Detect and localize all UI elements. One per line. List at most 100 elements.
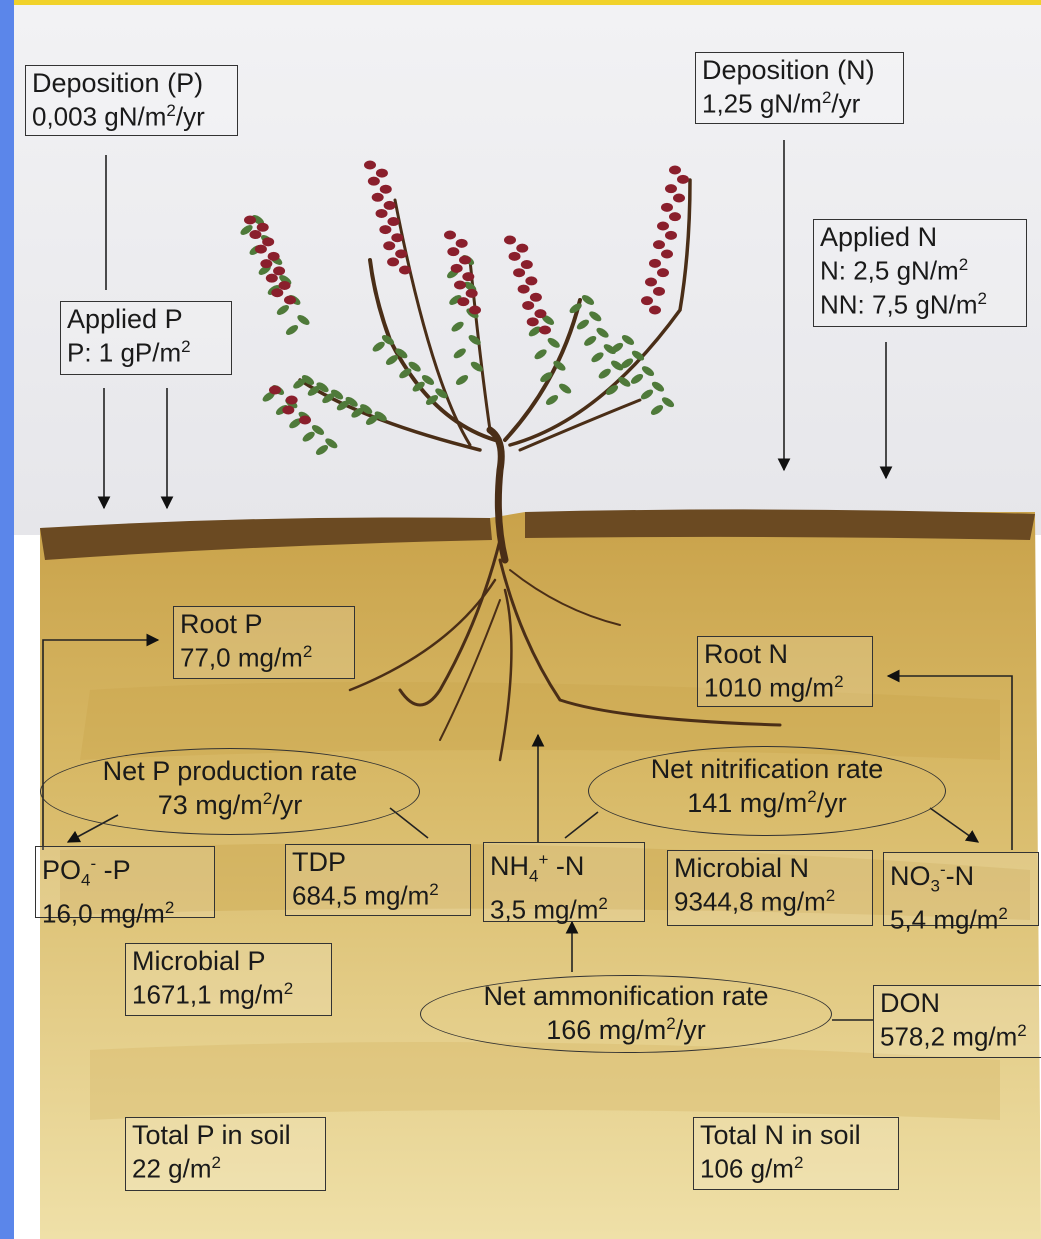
left-mid-spike-flower — [387, 257, 399, 266]
center-spike-flower — [522, 301, 534, 310]
left-spike-flower — [244, 216, 256, 225]
right-spike-flower — [661, 250, 673, 259]
mid-spike-flower — [451, 264, 463, 273]
net-p-production-value: 73 mg/m2/yr — [41, 785, 419, 819]
center-spike-flower — [509, 252, 521, 261]
left-mid-spike-flower — [391, 233, 403, 242]
tdp-box: TDP 684,5 mg/m2 — [285, 844, 471, 916]
no3-n-title: NO3--N — [890, 856, 1032, 900]
root-n-title: Root N — [704, 640, 866, 668]
root-p-value: 77,0 mg/m2 — [180, 638, 348, 672]
deposition-p-value: 0,003 gN/m2/yr — [32, 97, 231, 131]
microbial-p-value: 1671,1 mg/m2 — [132, 975, 325, 1009]
right-spike-flower — [657, 268, 669, 277]
right-spike-flower — [641, 296, 653, 305]
center-spike-flower — [525, 276, 537, 285]
nh4-n-value: 3,5 mg/m2 — [490, 890, 638, 924]
mid-spike-flower — [469, 306, 481, 315]
nh4-n-box: NH4+ -N 3,5 mg/m2 — [483, 842, 645, 922]
deposition-p-box: Deposition (P) 0,003 gN/m2/yr — [25, 65, 238, 136]
po4-p-title: PO4- -P — [42, 850, 208, 894]
right-spike-flower — [661, 203, 673, 212]
microbial-n-value: 9344,8 mg/m2 — [674, 882, 866, 916]
left-mid-spike-flower — [372, 193, 384, 202]
left-spike-flower — [271, 288, 283, 297]
mid-spike-flower — [457, 297, 469, 306]
left-spike-flower — [260, 259, 272, 268]
total-p-title: Total P in soil — [132, 1121, 319, 1149]
right-spike-flower — [649, 259, 661, 268]
left-mid-spike-flower — [368, 177, 380, 186]
net-nitrification-ellipse: Net nitrification rate 141 mg/m2/yr — [588, 746, 946, 836]
right-spike-flower — [653, 287, 665, 296]
deposition-n-box: Deposition (N) 1,25 gN/m2/yr — [695, 52, 904, 124]
right-spike-flower — [665, 184, 677, 193]
right-spike-flower — [657, 222, 669, 231]
center-spike-flower — [539, 326, 551, 335]
left-border — [0, 0, 14, 1239]
soil-band-3 — [90, 1042, 1000, 1120]
root-n-box: Root N 1010 mg/m2 — [697, 636, 873, 707]
mid-spike-flower — [454, 281, 466, 290]
applied-p-title: Applied P — [67, 305, 225, 333]
left-spike-flower — [257, 223, 269, 232]
total-p-box: Total P in soil 22 g/m2 — [125, 1117, 326, 1191]
left-spike-flower — [266, 274, 278, 283]
center-spike-flower — [530, 293, 542, 302]
right-spike-flower — [653, 240, 665, 249]
don-title: DON — [880, 989, 1035, 1017]
mid-spike-flower — [444, 231, 456, 240]
left-mid-spike-flower — [376, 209, 388, 218]
mid-spike-flower — [447, 247, 459, 256]
left-mid-spike-flower — [384, 201, 396, 210]
lower-left-spike-flower — [286, 396, 298, 405]
right-spike-flower — [645, 278, 657, 287]
microbial-n-title: Microbial N — [674, 854, 866, 882]
tdp-title: TDP — [292, 848, 464, 876]
total-n-box: Total N in soil 106 g/m2 — [693, 1117, 899, 1190]
microbial-n-box: Microbial N 9344,8 mg/m2 — [667, 850, 873, 926]
right-spike-flower — [677, 175, 689, 184]
right-spike-flower — [665, 231, 677, 240]
net-p-production-ellipse: Net P production rate 73 mg/m2/yr — [40, 748, 420, 835]
left-spike-flower — [268, 252, 280, 261]
po4-p-box: PO4- -P 16,0 mg/m2 — [35, 846, 215, 918]
left-spike-flower — [255, 245, 267, 254]
center-spike-flower — [516, 244, 528, 253]
microbial-p-box: Microbial P 1671,1 mg/m2 — [125, 943, 332, 1016]
total-n-title: Total N in soil — [700, 1121, 892, 1149]
left-mid-spike-flower — [376, 169, 388, 178]
mid-spike-flower — [466, 289, 478, 298]
deposition-n-title: Deposition (N) — [702, 56, 897, 84]
nh4-n-title: NH4+ -N — [490, 846, 638, 890]
left-mid-spike-flower — [380, 185, 392, 194]
center-spike-flower — [521, 260, 533, 269]
left-mid-spike-flower — [395, 249, 407, 258]
root-n-value: 1010 mg/m2 — [704, 668, 866, 702]
root-p-title: Root P — [180, 610, 348, 638]
left-spike-flower — [273, 266, 285, 275]
net-ammonification-title: Net ammonification rate — [421, 982, 831, 1010]
left-mid-spike-flower — [387, 217, 399, 226]
center-spike-flower — [527, 317, 539, 326]
don-value: 578,2 mg/m2 — [880, 1017, 1035, 1051]
net-nitrification-title: Net nitrification rate — [589, 755, 945, 783]
right-spike-flower — [649, 306, 661, 315]
no3-n-value: 5,4 mg/m2 — [890, 900, 1032, 934]
net-ammonification-value: 166 mg/m2/yr — [421, 1010, 831, 1044]
lower-left-spike-flower — [282, 406, 294, 415]
right-spike-flower — [673, 194, 685, 203]
net-ammonification-ellipse: Net ammonification rate 166 mg/m2/yr — [420, 975, 832, 1053]
microbial-p-title: Microbial P — [132, 947, 325, 975]
center-spike-flower — [518, 285, 530, 294]
right-spike-flower — [669, 166, 681, 175]
applied-p-box: Applied P P: 1 gP/m2 — [60, 301, 232, 375]
left-mid-spike-flower — [364, 161, 376, 170]
deposition-p-title: Deposition (P) — [32, 69, 231, 97]
left-mid-spike-flower — [399, 266, 411, 275]
center-spike-flower — [513, 268, 525, 277]
right-spike-flower — [669, 212, 681, 221]
applied-n-n-value: N: 2,5 gN/m2 — [820, 251, 1020, 285]
root-p-box: Root P 77,0 mg/m2 — [173, 606, 355, 679]
